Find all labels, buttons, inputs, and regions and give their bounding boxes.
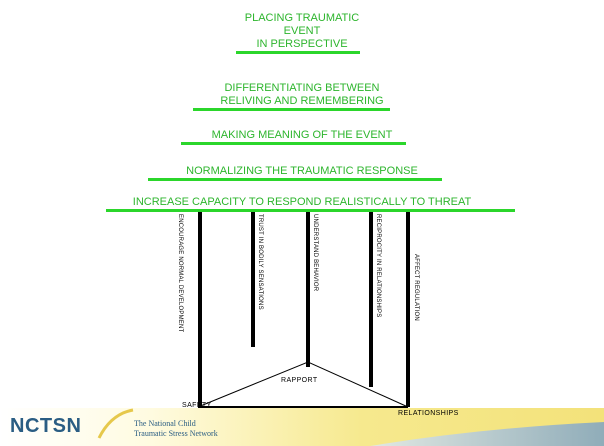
tier-differentiating-line2: RELIVING AND REMEMBERING (220, 95, 384, 107)
pillar-bar (406, 212, 410, 407)
org-name-line2: Traumatic Stress Network (134, 429, 218, 438)
tier-differentiating-line1: DIFFERENTIATING BETWEEN (224, 82, 380, 94)
pillar-label: AFFECT REGULATION (413, 254, 419, 321)
footer-band (0, 408, 604, 446)
pillar-label: RECIPROCITY IN RELATIONSHIPS (375, 214, 381, 318)
nctsn-logo: NCTSN (10, 415, 82, 437)
safety-label: SAFETY (182, 402, 212, 409)
pillar-bar (251, 212, 255, 347)
pillar-label: UNDERSTAND BEHAVIOR (312, 214, 318, 292)
tier-placing-line3: IN PERSPECTIVE (256, 38, 348, 50)
underline-normalizing (148, 178, 442, 181)
underline-placing (236, 51, 360, 54)
relationships-label: RELATIONSHIPS (398, 410, 459, 417)
pillar-bar (306, 212, 310, 367)
underline-increase-capacity (106, 209, 515, 212)
underline-differentiating (193, 108, 390, 111)
pillar-bar (198, 212, 202, 407)
logo-arc-icon (97, 408, 134, 439)
pillar-label: TRUST IN BODILY SENSATIONS (257, 214, 263, 310)
underline-meaning (181, 142, 406, 145)
tier-placing-line2: EVENT (283, 25, 321, 37)
tier-meaning: MAKING MEANING OF THE EVENT (211, 129, 393, 141)
tier-placing-line1: PLACING TRAUMATIC (244, 12, 360, 24)
tier-increase-capacity: INCREASE CAPACITY TO RESPOND REALISTICAL… (132, 196, 472, 208)
tier-normalizing: NORMALIZING THE TRAUMATIC RESPONSE (186, 165, 418, 177)
pillar-bar (369, 212, 373, 387)
pillar-label: ENCOURAGE NORMAL DEVELOPMENT (177, 214, 183, 333)
rapport-label: RAPPORT (281, 377, 318, 384)
org-name-line1: The National Child (134, 419, 196, 428)
